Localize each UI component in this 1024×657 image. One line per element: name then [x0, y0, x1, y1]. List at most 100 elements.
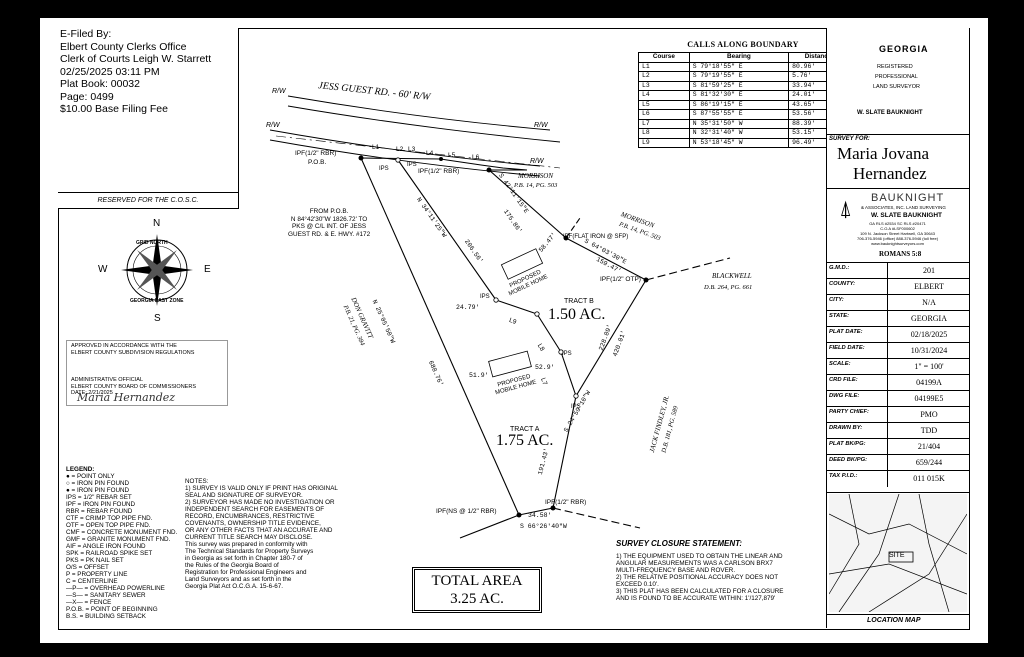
compass-ring-top: GRID NORTH: [136, 240, 168, 246]
compass-w: W: [98, 264, 108, 275]
seal-mid: REGISTERED: [877, 64, 913, 70]
ips-label: IPS: [407, 162, 417, 168]
north-arrow: [121, 234, 193, 306]
title-block-key: PLAT BK/PG:: [829, 441, 866, 447]
boundary-lines: [360, 157, 731, 539]
title-block-row: PLAT BK/PG: 21/404: [827, 438, 969, 455]
plat-frame: [58, 28, 970, 630]
pins: [358, 155, 649, 518]
adjoiner-morrison: MORRISON: [518, 172, 553, 180]
line-label-l6: L6: [472, 154, 480, 161]
title-block-key: COUNTY:: [829, 281, 856, 287]
site-label: SITE: [889, 552, 905, 559]
tract-b-area: 1.50 AC.: [548, 306, 606, 323]
title-block-row: PLAT DATE:02/18/2025: [827, 326, 969, 343]
line-label-l2: L2: [396, 146, 404, 153]
title-block-key: G.M.D.:: [829, 265, 850, 271]
flat-iron-label: IPF(FLAT IRON @ SFP): [563, 234, 629, 240]
title-block-value: 02/18/2025: [887, 327, 970, 343]
adjoiner-blackwell: BLACKWELL: [712, 272, 752, 280]
calls-title: CALLS ALONG BOUNDARY: [687, 40, 799, 49]
filing-line: Plat Book: 00032: [60, 78, 140, 90]
rw-label: R/W: [272, 88, 286, 95]
title-block-key: STATE:: [829, 313, 850, 319]
title-block-value: 659/244: [887, 455, 970, 471]
title-block-key: FIELD DATE:: [829, 345, 865, 351]
bearing: S 66°26'40"W: [520, 523, 567, 530]
title-block-key: DRAWN BY:: [829, 425, 863, 431]
title-block-value: TDD: [887, 423, 970, 439]
compass-e: E: [204, 264, 211, 275]
location-map: [829, 494, 967, 612]
total-area-box: TOTAL AREA 3.25 AC.: [412, 567, 542, 613]
title-block-value: 04199A: [887, 375, 970, 391]
filing-line: E-Filed By:: [60, 28, 112, 40]
title-block-value: 201: [887, 263, 970, 279]
tract-a-area: 1.75 AC.: [496, 432, 554, 449]
line-label-l4: L4: [426, 150, 434, 157]
distance: 51.9': [469, 372, 489, 379]
compass-n: N: [153, 218, 161, 229]
title-block-key: CRD FILE:: [829, 377, 858, 383]
legend: LEGEND: ● = POINT ONLY○ = IRON PIN FOUND…: [66, 466, 178, 620]
owner-name-1: Maria Jovana: [837, 144, 930, 163]
title-block-row: CITY: N/A: [827, 294, 969, 311]
rw-label: R/W: [266, 122, 280, 129]
adjoiner-ref: P.B. 14, PG. 503: [514, 182, 558, 189]
otp-label: IPF(1/2" OTP): [600, 276, 641, 283]
title-block-value: N/A: [887, 295, 970, 311]
rbr-pin-label: IPF(1/2" RBR): [545, 499, 587, 506]
ips-label: IPS: [480, 294, 490, 300]
title-block-value: 1" = 100': [887, 359, 970, 375]
ips-pins: [395, 157, 579, 399]
title-block-row: DWG FILE:04199E5: [827, 390, 969, 407]
plat-sheet: E-Filed By: Elbert County Clerks Office …: [40, 18, 988, 643]
title-block-key: CITY:: [829, 297, 844, 303]
ips-label: IPS: [562, 351, 572, 357]
title-block-row: TAX P.I.D.:011 015K: [827, 470, 969, 487]
signature: Maria Hernandez: [77, 391, 176, 404]
title-block-row: CRD FILE: 04199A: [827, 374, 969, 391]
title-block-row: DEED BK/PG: 659/244: [827, 454, 969, 471]
rw-label: R/W: [530, 158, 544, 165]
distance: 24.79': [456, 304, 480, 311]
title-block-value: 011 015K: [887, 471, 970, 487]
title-block-value: PMO: [887, 407, 970, 423]
filing-line: $10.00 Base Filing Fee: [60, 103, 168, 115]
line-label-l3: L3: [408, 146, 416, 153]
reserved-label: RESERVED FOR THE C.O.S.C.: [58, 192, 238, 204]
filing-line: Page: 0499: [60, 90, 114, 103]
tract-a-label: TRACT A: [510, 426, 540, 433]
title-block-key: DEED BK/PG:: [829, 457, 868, 463]
verse: ROMANS 5:8: [879, 250, 922, 258]
title-block-value: 21/404: [887, 439, 970, 455]
total-area-label: TOTAL AREA: [431, 573, 523, 589]
rw-label: R/W: [534, 122, 548, 129]
ips-label: IPS: [379, 166, 389, 172]
filing-line: 02/25/2025 03:11 PM: [60, 65, 160, 78]
filing-line: Clerk of Courts Leigh W. Starrett: [60, 53, 212, 65]
ns-pin-label: IPF(NS @ 1/2" RBR): [436, 508, 497, 515]
ips-label: IPS: [571, 404, 581, 410]
seal-bottom: W. SLATE BAUKNIGHT: [857, 110, 923, 116]
line-label-l5: L5: [448, 152, 456, 159]
seal-mid: LAND SURVEYOR: [873, 84, 920, 90]
proposed-mobile-home-a: [488, 350, 532, 378]
title-block-row: G.M.D.: 201: [827, 262, 969, 279]
line-label-l1: L1: [372, 144, 380, 151]
seal-top: GEORGIA: [879, 44, 929, 54]
title-block-row: DRAWN BY: TDD: [827, 422, 969, 439]
title-block-row: SCALE:1" = 100': [827, 358, 969, 375]
adjoiner-ref: D.B. 264, PG. 661: [704, 284, 753, 291]
filing-line: Elbert County Clerks Office: [60, 40, 187, 53]
location-map-label: LOCATION MAP: [867, 617, 921, 624]
